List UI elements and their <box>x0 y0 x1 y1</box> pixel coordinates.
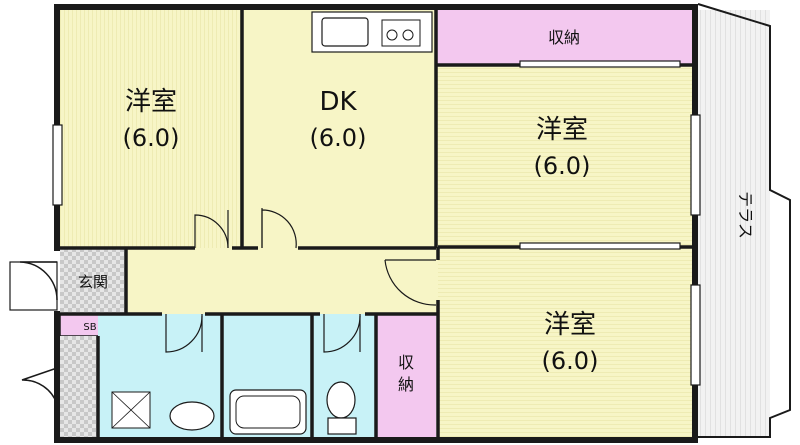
room-west <box>60 10 242 248</box>
sink-icon <box>321 17 369 47</box>
storage-top-label: 収納 <box>548 28 580 47</box>
entrance-door-frame <box>9 261 58 311</box>
bathtub-icon <box>229 389 307 435</box>
room-west-size: (6.0) <box>123 124 180 152</box>
entrance-area <box>60 248 126 314</box>
stove-burner-icon <box>386 29 398 41</box>
room-east-lower-name: 洋室 <box>544 310 596 340</box>
room-dk-name: DK <box>319 87 357 117</box>
room-dk-size: (6.0) <box>310 124 367 152</box>
room-east-lower <box>438 247 692 437</box>
room-east-lower-size: (6.0) <box>542 347 599 375</box>
shoe-closet <box>60 336 98 437</box>
closet-door[interactable] <box>21 367 58 405</box>
windows <box>52 60 701 386</box>
room-east-upper-size: (6.0) <box>534 152 591 180</box>
sb-label: SB <box>83 322 96 333</box>
washbasin-icon <box>169 401 215 431</box>
room-west-name: 洋室 <box>125 87 177 117</box>
door-swings <box>165 208 437 353</box>
entrance-door[interactable] <box>19 261 58 301</box>
storage-mid <box>376 314 436 437</box>
toilet-icon <box>326 381 356 419</box>
room-east-upper <box>436 65 692 247</box>
terrace-outline <box>697 3 791 438</box>
entrance-label: 玄関 <box>78 273 108 291</box>
stove-burner-icon <box>402 29 414 41</box>
terrace-area <box>698 10 770 437</box>
stove-icon <box>381 19 421 47</box>
room-east-upper-name: 洋室 <box>536 115 588 145</box>
storage-mid-label-2: 納 <box>398 375 414 394</box>
storage-mid-label-1: 収 <box>398 353 414 372</box>
storage-top <box>436 10 692 65</box>
terrace-label: テラス <box>736 191 755 239</box>
